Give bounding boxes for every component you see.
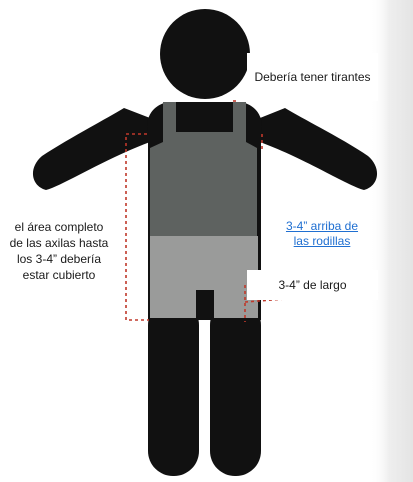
armpit-note-line-2: de las axilas hasta [9, 236, 109, 250]
straps-note: Debería tener tirantes [247, 53, 378, 101]
armpit-note-line-4: estar cubierto [22, 268, 96, 282]
left-arm-shape [32, 108, 150, 190]
above-knees-line-2[interactable]: las rodillas [293, 234, 351, 248]
swimsuit-shorts-shape [150, 236, 258, 318]
above-knees-link[interactable]: 3-4” arriba de las rodillas [268, 219, 376, 249]
right-arm-shape [260, 108, 378, 190]
armpit-note-line-1: el área completo [14, 220, 104, 234]
leg-length-note-text: 3-4” de largo [278, 277, 347, 292]
right-leg-shape [210, 300, 261, 476]
straps-note-text: Debería tener tirantes [254, 70, 371, 84]
above-knees-line-1[interactable]: 3-4” arriba de [285, 219, 359, 233]
armpit-coverage-guide [125, 133, 149, 321]
armpit-note-line-3: los 3-4” debería [16, 252, 102, 266]
armpit-coverage-note: el área completo de las axilas hasta los… [0, 219, 118, 283]
head-shape [160, 9, 250, 99]
leg-length-note: 3-4” de largo [247, 270, 378, 300]
left-leg-shape [148, 300, 199, 476]
swimsuit-top-shape [150, 102, 257, 240]
